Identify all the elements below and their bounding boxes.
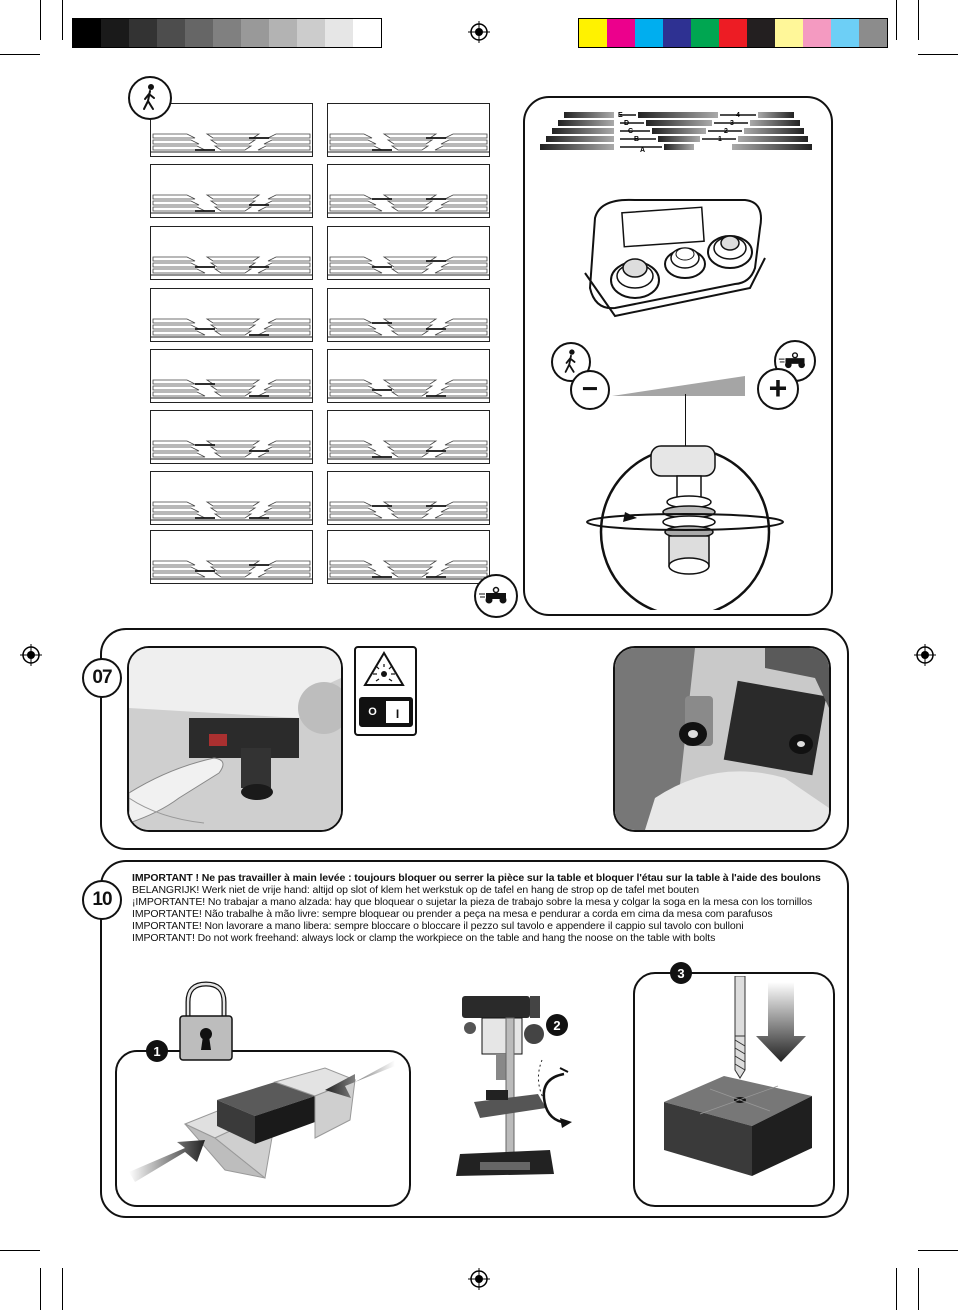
- belt-pulley-diagram: [150, 349, 313, 403]
- belt-pulley-diagram: [150, 288, 313, 342]
- belt-pulley-diagram: [150, 226, 313, 280]
- belt-pulley-diagram: [150, 530, 313, 584]
- warning-line: IMPORTANTE! Non lavorare a mano libera: …: [132, 920, 744, 932]
- rotate-handle-icon: [542, 1067, 572, 1128]
- color-swatch: [157, 19, 185, 47]
- belt-pulley-diagram: [327, 349, 490, 403]
- crop-mark: [896, 1268, 897, 1310]
- color-swatch: [353, 19, 381, 47]
- speed-label-left: E: [618, 112, 623, 119]
- warning-text-block: IMPORTANT ! Ne pas travailler à main lev…: [132, 872, 821, 944]
- belt-pulley-diagram: [327, 471, 490, 525]
- color-swatch: [213, 19, 241, 47]
- belt-pulley-diagram: [327, 530, 490, 584]
- crop-mark: [40, 0, 41, 40]
- color-swatch: [325, 19, 353, 47]
- color-swatch: [803, 19, 831, 47]
- drill-press-drawing: [456, 996, 554, 1176]
- belt-pulley-diagram: [150, 410, 313, 464]
- rocker-switch: O I: [359, 697, 413, 727]
- increase-speed-icon: +: [757, 368, 799, 410]
- step-number: 1: [146, 1040, 168, 1062]
- belt-pulley-diagram: [150, 164, 313, 218]
- crop-mark: [918, 1250, 958, 1251]
- warning-line: BELANGRIJK! Werk niet de vrije hand: alt…: [132, 884, 699, 896]
- warning-line: IMPORTANTE! Não trabalhe à mão livre: se…: [132, 908, 773, 920]
- step-number: 3: [670, 962, 692, 984]
- crop-mark: [62, 0, 63, 40]
- switch-on-side: I: [386, 701, 409, 723]
- color-swatch: [269, 19, 297, 47]
- crop-mark: [62, 1268, 63, 1310]
- drill-bit-workpiece-drawing: [664, 976, 812, 1176]
- belt-pulley-diagram: [327, 103, 490, 157]
- warning-line: IMPORTANT! Do not work freehand: always …: [132, 932, 716, 944]
- speed-label-left: B: [634, 136, 639, 143]
- clamp-workpiece-drawing: [129, 1060, 395, 1182]
- section-number: 07: [82, 658, 122, 698]
- registration-mark-icon: [20, 644, 42, 666]
- belt-pulley-diagram: [327, 226, 490, 280]
- color-swatch: [129, 19, 157, 47]
- belt-pulley-diagram: [150, 103, 313, 157]
- step-number: 2: [546, 1014, 568, 1036]
- warning-line: ¡IMPORTANTE! No trabajar a mano alzada: …: [132, 896, 813, 908]
- crop-mark: [918, 0, 919, 40]
- laser-module-photo: [613, 646, 831, 832]
- color-swatch: [579, 19, 607, 47]
- speed-label-right: 3: [730, 120, 734, 127]
- crop-mark: [918, 1268, 919, 1310]
- color-swatch: [297, 19, 325, 47]
- speed-label-left: A: [640, 147, 645, 154]
- crop-mark: [0, 1250, 40, 1251]
- speed-label-right: 2: [724, 128, 728, 135]
- speed-knob-closeup: [586, 445, 784, 610]
- pulley-speed-chart: E D C B A 4 3 2 1: [540, 112, 812, 154]
- color-swatch: [635, 19, 663, 47]
- speed-label-left: C: [628, 128, 633, 135]
- belt-pulley-diagram: [327, 288, 490, 342]
- warning-line: IMPORTANT ! Ne pas travailler à main lev…: [132, 872, 821, 884]
- laser-warning-icon: [363, 651, 405, 686]
- grayscale-calibration-bar: [72, 18, 382, 48]
- decrease-speed-icon: −: [570, 370, 610, 410]
- color-swatch: [747, 19, 775, 47]
- color-swatch: [185, 19, 213, 47]
- color-swatch: [73, 19, 101, 47]
- speed-label-right: 1: [718, 136, 722, 143]
- registration-mark-icon: [468, 1268, 490, 1290]
- pointer-line: [685, 394, 686, 454]
- color-swatch: [241, 19, 269, 47]
- speed-wedge: [612, 376, 745, 396]
- crop-mark: [896, 0, 897, 40]
- color-swatch: [775, 19, 803, 47]
- belt-pulley-diagram: [327, 164, 490, 218]
- color-swatch: [663, 19, 691, 47]
- color-swatch: [859, 19, 887, 47]
- section-number: 10: [82, 880, 122, 920]
- color-swatch: [101, 19, 129, 47]
- walking-person-icon: [128, 76, 172, 120]
- color-swatch: [719, 19, 747, 47]
- pulley-case-drawing: [584, 198, 766, 318]
- switch-press-photo: [127, 646, 343, 832]
- color-swatch: [831, 19, 859, 47]
- padlock-icon: [179, 981, 233, 1061]
- color-swatch: [607, 19, 635, 47]
- crop-mark: [0, 54, 40, 55]
- color-swatch: [691, 19, 719, 47]
- switch-off-side: O: [368, 706, 377, 718]
- color-calibration-bar: [578, 18, 888, 48]
- belt-pulley-diagram: [327, 410, 490, 464]
- crop-mark: [40, 1268, 41, 1310]
- belt-pulley-diagram: [150, 471, 313, 525]
- speed-label-right: 4: [736, 112, 740, 119]
- registration-mark-icon: [914, 644, 936, 666]
- registration-mark-icon: [468, 21, 490, 43]
- speed-label-left: D: [624, 120, 629, 127]
- fast-car-icon: [474, 574, 518, 618]
- crop-mark: [918, 54, 958, 55]
